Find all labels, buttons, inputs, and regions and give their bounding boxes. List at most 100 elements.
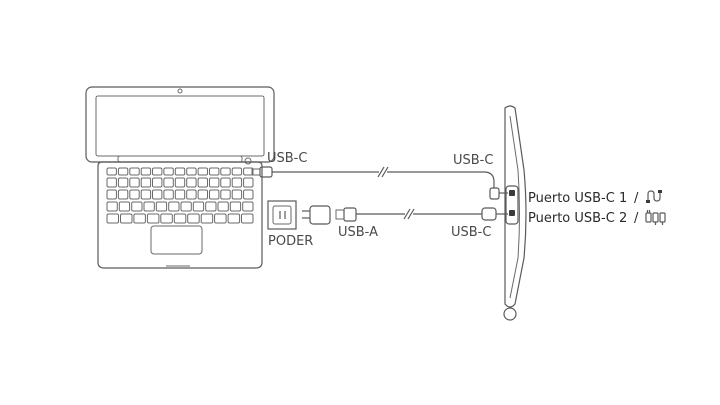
keyboard-key xyxy=(180,201,192,212)
keyboard-key xyxy=(186,167,197,176)
keyboard-key xyxy=(152,189,163,200)
keyboard-key xyxy=(152,167,163,176)
laptop-trackpad xyxy=(150,225,203,255)
keyboard-key xyxy=(152,177,163,188)
keyboard-key xyxy=(117,189,129,200)
keyboard-key xyxy=(197,189,209,200)
keyboard-key xyxy=(155,201,168,212)
keyboard-key xyxy=(242,201,254,212)
cable-icon xyxy=(646,190,662,203)
keyboard-key xyxy=(131,201,143,212)
laptop-base xyxy=(97,161,263,269)
keyboard-key xyxy=(231,189,243,200)
label-port-1: Puerto USB-C 1 xyxy=(528,191,627,206)
cable-break-mark xyxy=(403,208,411,220)
cable-break-mark xyxy=(381,166,389,178)
keyboard-key xyxy=(163,189,174,200)
keyboard-key xyxy=(209,177,220,188)
keyboard-key xyxy=(174,177,186,188)
keyboard-key xyxy=(209,189,220,200)
keyboard-key xyxy=(192,201,205,212)
keyboard-key xyxy=(187,213,200,224)
laptop-screen xyxy=(95,95,265,157)
keyboard-key xyxy=(174,189,186,200)
keyboard-key xyxy=(241,213,254,224)
laptop-lid xyxy=(85,86,275,163)
label-usbc-laptop: USB-C xyxy=(267,151,307,166)
keyboard-key xyxy=(186,177,197,188)
display-body xyxy=(504,105,527,308)
wall-outlet xyxy=(267,200,297,230)
keyboard-key xyxy=(243,167,254,176)
cable-break-mark xyxy=(377,166,385,178)
keyboard-key xyxy=(129,167,140,176)
keyboard-key xyxy=(243,177,254,188)
keyboard-key xyxy=(186,189,197,200)
keyboard-key xyxy=(133,213,146,224)
keyboard-key xyxy=(231,177,243,188)
laptop xyxy=(85,86,275,269)
keyboard-key xyxy=(140,189,152,200)
keyboard-key xyxy=(229,201,242,212)
usbc-cable xyxy=(251,166,508,200)
keyboard-key xyxy=(120,213,133,224)
keyboard-key xyxy=(106,213,119,224)
keyboard-key xyxy=(106,167,117,176)
adapter-body xyxy=(309,205,331,225)
usba-plug-tip xyxy=(335,209,345,220)
usbc-plug-display-2 xyxy=(481,207,497,221)
keyboard-key xyxy=(197,177,209,188)
keyboard-key xyxy=(117,167,129,176)
keyboard-key xyxy=(220,177,231,188)
keyboard-key xyxy=(231,167,243,176)
keyboard-key xyxy=(163,177,174,188)
cable-break-mark xyxy=(407,208,415,220)
keyboard-key xyxy=(106,177,117,188)
keyboard-key xyxy=(117,177,129,188)
laptop-camera xyxy=(177,88,183,94)
keyboard-key xyxy=(129,189,140,200)
keyboard-key xyxy=(220,189,231,200)
keyboard-key xyxy=(143,201,155,212)
keyboard-key xyxy=(146,213,160,224)
keyboard-key xyxy=(140,177,152,188)
display-port-1 xyxy=(509,190,515,196)
display-port-2 xyxy=(509,210,515,216)
label-port-2-separator: / xyxy=(634,211,639,226)
keyboard-key xyxy=(160,213,173,224)
keyboard-key xyxy=(173,213,187,224)
keyboard-key xyxy=(200,213,214,224)
keyboard-key xyxy=(220,167,231,176)
display-stand-foot xyxy=(503,307,517,321)
usba-plug xyxy=(343,207,357,222)
keyboard-key xyxy=(214,213,227,224)
power-outlet xyxy=(267,200,297,230)
keyboard-key xyxy=(227,213,241,224)
keyboard-key xyxy=(118,201,131,212)
label-usba: USB-A xyxy=(338,225,378,240)
keyboard-key xyxy=(205,201,217,212)
keyboard-key xyxy=(106,201,118,212)
power-button-icon xyxy=(244,157,252,165)
keyboard-key xyxy=(209,167,220,176)
keyboard-key xyxy=(174,167,186,176)
display-edge xyxy=(509,115,520,299)
laptop-keyboard xyxy=(106,167,254,224)
keyboard-key xyxy=(129,177,140,188)
keyboard-key xyxy=(106,189,117,200)
label-usbc-display-top: USB-C xyxy=(453,153,493,168)
display-port-block xyxy=(505,185,519,225)
label-port-2: Puerto USB-C 2 xyxy=(528,211,627,226)
keyboard-key xyxy=(140,167,152,176)
label-port-1-separator: / xyxy=(634,191,639,206)
keyboard-key xyxy=(163,167,174,176)
usbc-plug-display-1 xyxy=(489,187,500,200)
keyboard-key xyxy=(217,201,229,212)
usba-cable xyxy=(335,207,508,222)
label-power: PODER xyxy=(268,234,313,249)
pen-display xyxy=(503,105,527,321)
power-adapter xyxy=(302,205,331,225)
label-usbc-display-bottom: USB-C xyxy=(451,225,491,240)
